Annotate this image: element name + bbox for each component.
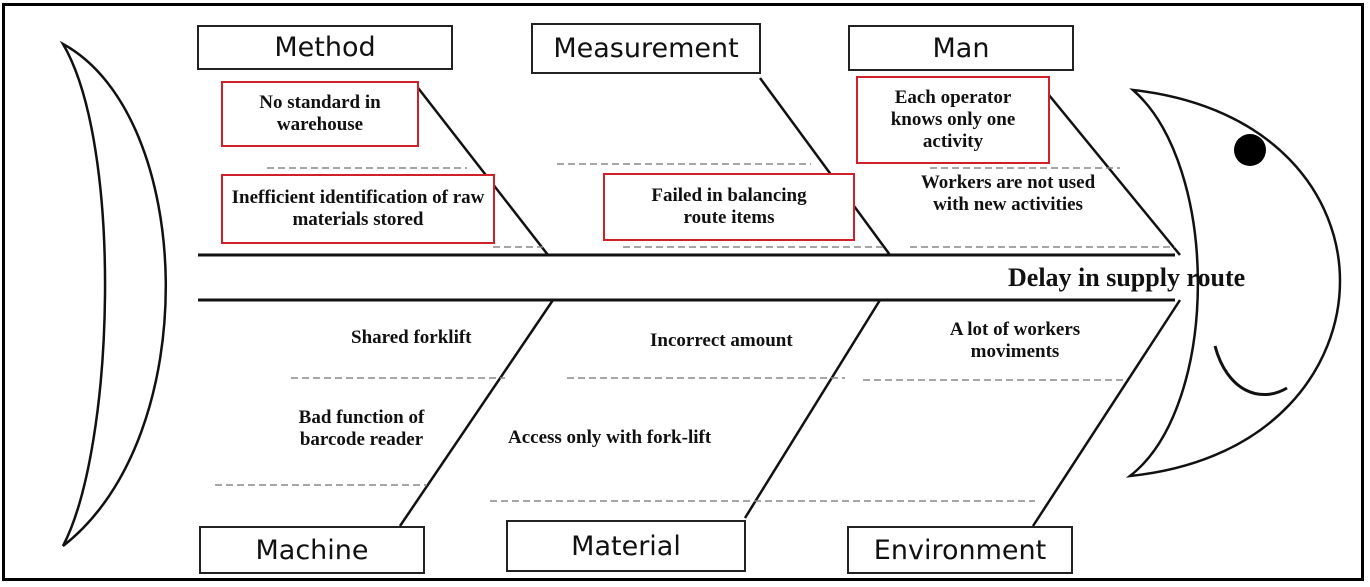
cause-no-standard-text: No standard in warehouse [259, 92, 381, 135]
category-method: Method [197, 25, 453, 70]
category-measurement: Measurement [531, 23, 761, 74]
cause-shared-forklift: Shared forklift [351, 327, 472, 348]
cause-no-standard: No standard in warehouse [221, 81, 419, 147]
cause-failed-balancing: Failed in balancing route items [603, 173, 855, 241]
fish-eye [1234, 134, 1266, 166]
category-material: Material [506, 520, 746, 572]
bone-material [743, 299, 882, 519]
bone-machine [398, 299, 555, 527]
cause-workers-moviments: A lot of workers moviments [949, 319, 1081, 362]
bone-man [1034, 77, 1181, 256]
category-environment: Environment [847, 526, 1073, 574]
fishbone-diagram-frame: Method Measurement Man Machine Material … [2, 3, 1364, 581]
cause-inefficient-identification: Inefficient identification of raw materi… [221, 174, 495, 244]
cause-workers-not-used: Workers are not used with new activities [920, 172, 1096, 215]
fishbone-skeleton [59, 40, 1342, 547]
bone-method [414, 83, 549, 256]
category-machine: Machine [199, 526, 425, 574]
cause-access-forklift: Access only with fork-lift [508, 427, 712, 448]
category-man: Man [848, 25, 1074, 71]
fish-head [1125, 88, 1342, 478]
bone-measurement [758, 77, 892, 256]
fish-tail [59, 40, 167, 547]
cause-barcode-reader: Bad function of barcode reader [298, 407, 425, 450]
cause-each-operator-text: Each operator knows only one activity [890, 87, 1016, 152]
cause-incorrect-amount: Incorrect amount [650, 330, 793, 351]
bone-environment [1031, 299, 1182, 527]
cause-failed-balancing-text: Failed in balancing route items [651, 185, 807, 228]
cause-each-operator: Each operator knows only one activity [856, 76, 1050, 164]
fish-mouth [1213, 345, 1288, 397]
dashed-sublines [215, 163, 1175, 502]
effect-label: Delay in supply route [1008, 263, 1246, 292]
cause-inefficient-identification-text: Inefficient identification of raw materi… [231, 187, 485, 230]
